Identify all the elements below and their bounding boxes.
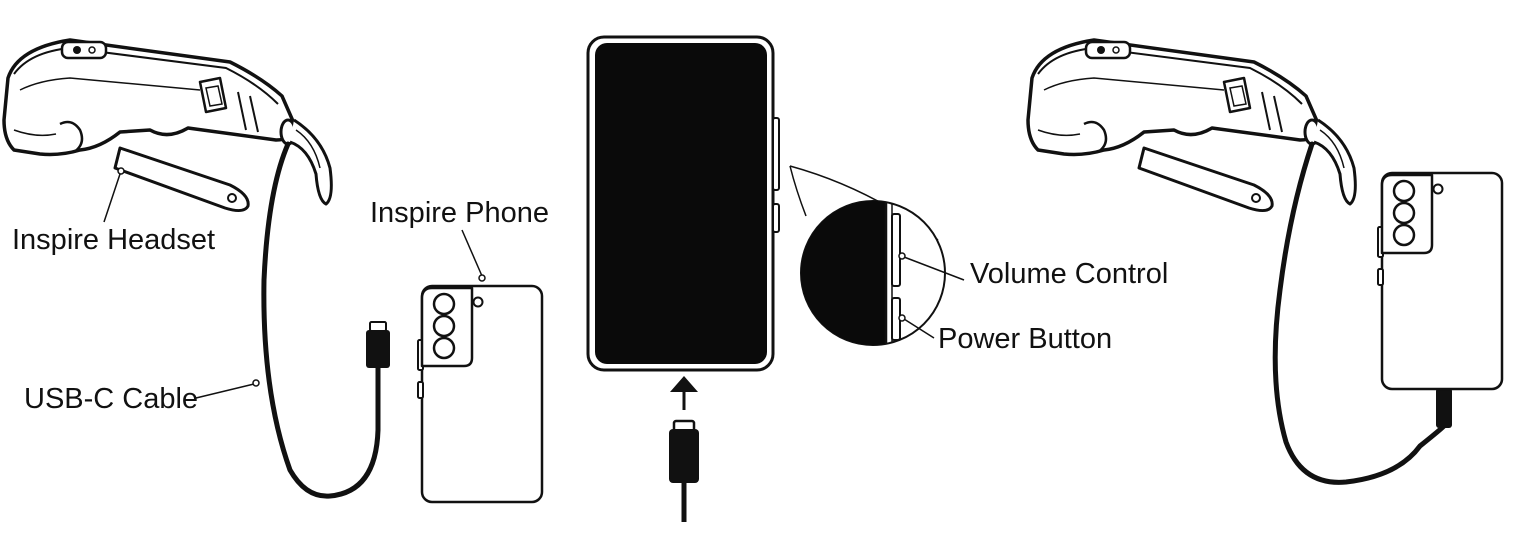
- cable-label: USB-C Cable: [24, 383, 198, 415]
- label-phone: Inspire Phone: [370, 197, 549, 282]
- label-volume: Volume Control: [898, 252, 1168, 290]
- volume-button: [772, 117, 780, 191]
- phone-back-left: [416, 284, 544, 504]
- usb-c-cable-middle: [669, 419, 699, 522]
- headset-illustration-left: [2, 38, 334, 213]
- vr-headset-icon: [2, 38, 334, 213]
- headset-illustration-right: [1026, 38, 1358, 213]
- phone-screen: [595, 43, 767, 364]
- label-headset: Inspire Headset: [12, 167, 215, 256]
- cable-wire: [1272, 141, 1447, 485]
- arrow-up-icon: [670, 376, 698, 410]
- usb-c-cable-left: [261, 141, 390, 499]
- smartphone-icon: [1376, 171, 1504, 391]
- usb-c-plug: [669, 429, 699, 483]
- vr-headset-icon: [1026, 38, 1358, 213]
- power-button: [772, 203, 780, 233]
- label-cable: USB-C Cable: [24, 379, 260, 415]
- power-label: Power Button: [938, 323, 1112, 355]
- phone-front: [586, 35, 780, 372]
- usb-c-cable-right: [1272, 141, 1452, 485]
- smartphone-icon: [416, 284, 544, 504]
- phone-label: Inspire Phone: [370, 197, 549, 229]
- usb-c-plug: [1436, 388, 1452, 428]
- label-power: Power Button: [898, 314, 1112, 355]
- phone-back-right: [1376, 171, 1504, 391]
- usb-c-plug: [366, 330, 390, 368]
- magnified-detail: [789, 165, 946, 346]
- headset-label: Inspire Headset: [12, 224, 215, 256]
- cable-wire: [261, 141, 381, 499]
- volume-label: Volume Control: [970, 258, 1168, 290]
